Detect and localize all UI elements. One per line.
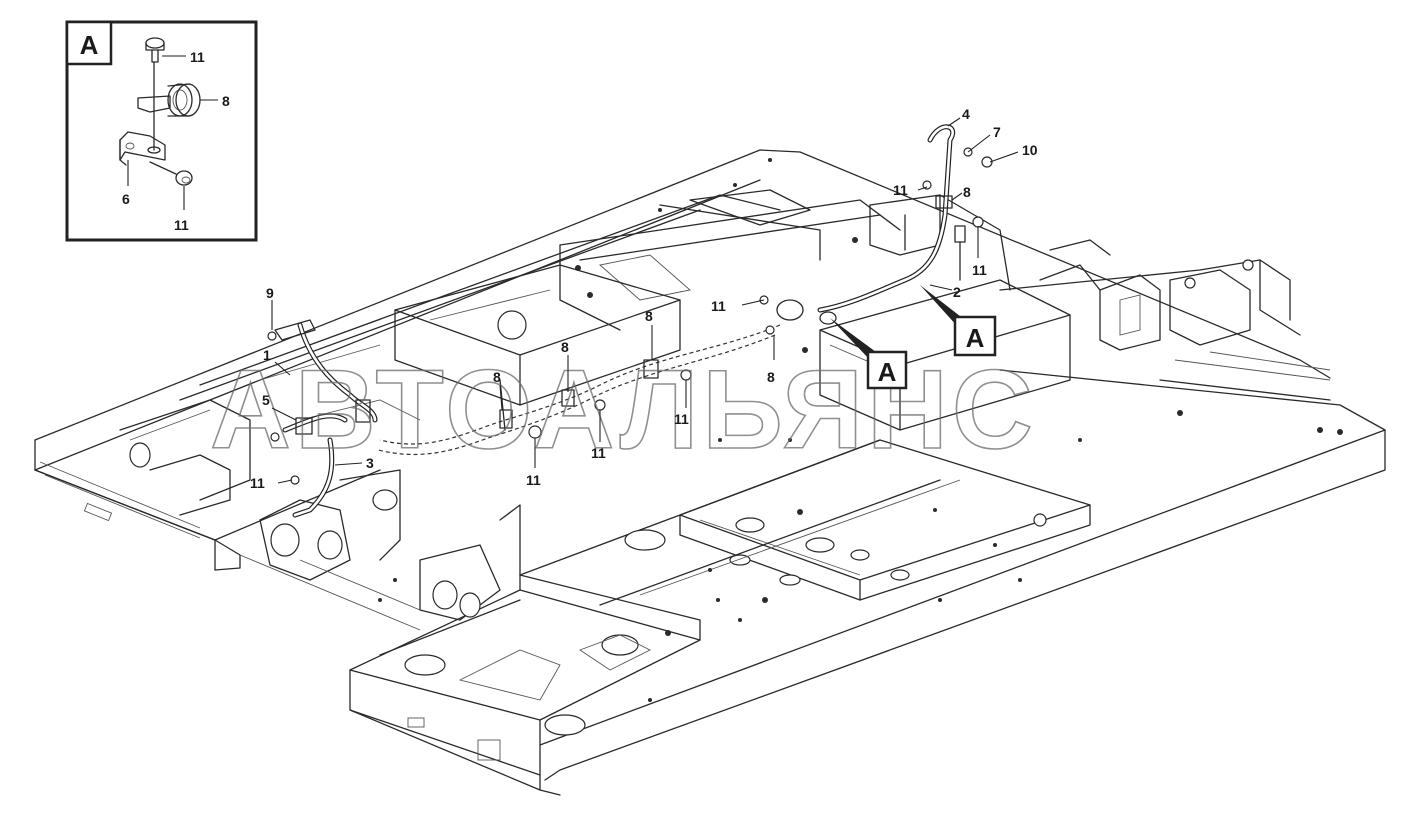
detail-bolt-top bbox=[145, 37, 165, 63]
detail-view-a: A 11 8 6 bbox=[65, 20, 258, 242]
callout-8: 8 bbox=[963, 184, 971, 200]
upper-frame-outline bbox=[34, 149, 1386, 796]
callout-11: 11 bbox=[591, 445, 606, 461]
watermark-text: АВТОАЛЬЯНС bbox=[210, 347, 1037, 472]
detail-label-8: 8 bbox=[222, 93, 230, 109]
callout-11: 11 bbox=[674, 411, 689, 427]
callout-4: 4 bbox=[962, 106, 970, 122]
detail-view-letter: A bbox=[80, 30, 99, 60]
callout-8: 8 bbox=[767, 369, 775, 385]
view-marker-letter: A bbox=[878, 357, 897, 387]
hose-assemblies bbox=[267, 124, 993, 518]
callout-11: 11 bbox=[250, 475, 265, 491]
detail-label-6: 6 bbox=[122, 191, 130, 207]
callout-5: 5 bbox=[262, 392, 270, 408]
callout-10: 10 bbox=[1022, 142, 1038, 158]
callout-11: 11 bbox=[526, 472, 541, 488]
callout-8: 8 bbox=[493, 369, 501, 385]
callout-11: 11 bbox=[972, 262, 987, 278]
callout-2: 2 bbox=[953, 284, 961, 300]
detail-label-11-top: 11 bbox=[190, 49, 205, 65]
callout-11: 11 bbox=[711, 298, 726, 314]
detail-bolt-bottom bbox=[149, 161, 193, 186]
detail-bracket bbox=[119, 131, 166, 166]
detail-clamp bbox=[137, 61, 201, 151]
view-marker-letter: A bbox=[966, 323, 985, 353]
view-marker-a-upper: A bbox=[953, 315, 997, 357]
callout-9: 9 bbox=[266, 285, 274, 301]
detail-label-11-bottom: 11 bbox=[174, 217, 189, 233]
callout-3: 3 bbox=[366, 455, 374, 471]
callout-8: 8 bbox=[645, 308, 653, 324]
callout-1: 1 bbox=[263, 347, 271, 363]
callout-labels: 4 7 10 11 8 11 2 11 8 8 8 8 11 11 11 9 1… bbox=[250, 106, 1038, 491]
callout-11: 11 bbox=[893, 182, 908, 198]
callout-8: 8 bbox=[561, 339, 569, 355]
callout-7: 7 bbox=[993, 124, 1001, 140]
view-marker-a-lower: A bbox=[866, 350, 908, 390]
